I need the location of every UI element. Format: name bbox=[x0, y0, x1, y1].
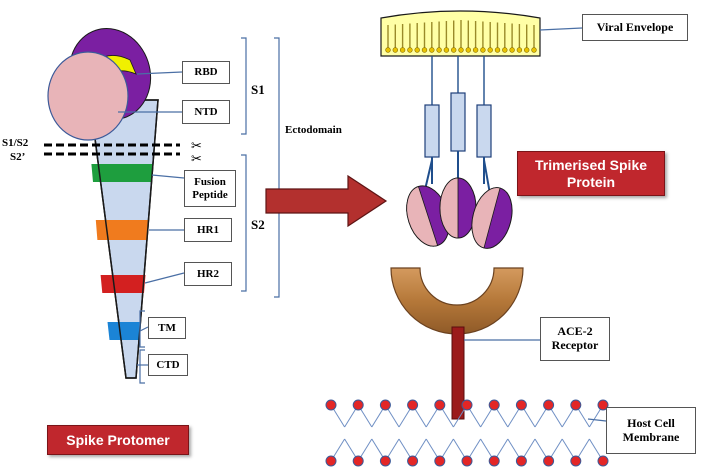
ntd-region bbox=[47, 51, 129, 141]
fusion-peptide-label: Fusion Peptide bbox=[184, 170, 236, 207]
membrane-head bbox=[543, 455, 555, 467]
lipid-head bbox=[509, 47, 515, 53]
lipid-head bbox=[523, 47, 530, 53]
membrane-head bbox=[515, 455, 527, 467]
lipid-head bbox=[516, 47, 523, 53]
viral-envelope-shape bbox=[380, 10, 541, 57]
membrane-head bbox=[325, 399, 337, 411]
protomer-head bbox=[47, 28, 152, 141]
scissors-icon: ✂ bbox=[191, 152, 202, 167]
membrane-head bbox=[379, 399, 391, 411]
lipid-head bbox=[385, 47, 391, 53]
lipid-head bbox=[494, 47, 501, 53]
lipid-head bbox=[465, 47, 471, 53]
host-cell-membrane-shape bbox=[325, 399, 609, 467]
lipid-head bbox=[451, 47, 457, 53]
lipid-head bbox=[429, 47, 435, 53]
brackets bbox=[139, 37, 280, 384]
spike-protomer-title: Spike Protomer bbox=[47, 425, 189, 455]
tm-band bbox=[107, 322, 141, 340]
membrane-head bbox=[543, 399, 555, 411]
lipid-head bbox=[436, 47, 442, 53]
membrane-head bbox=[488, 399, 500, 411]
membrane-connector bbox=[587, 418, 607, 422]
fusion-peptide-band bbox=[91, 164, 153, 182]
membrane-head bbox=[379, 455, 391, 467]
trimerised-spike-title: Trimerised Spike Protein bbox=[517, 151, 665, 196]
cleavage-s1s2-label: S1/S2 bbox=[2, 137, 29, 149]
s1-label: S1 bbox=[251, 82, 265, 97]
ntd-label: NTD bbox=[182, 100, 230, 124]
lipid-head bbox=[421, 47, 428, 53]
lipid-head bbox=[399, 47, 406, 53]
label-connectors bbox=[118, 71, 185, 366]
lipid-head bbox=[392, 47, 398, 53]
rbd-label: RBD bbox=[182, 61, 230, 84]
hr2-band bbox=[100, 275, 146, 293]
trimer-shape bbox=[406, 92, 513, 249]
membrane-head bbox=[488, 455, 500, 467]
membrane-head bbox=[407, 455, 419, 467]
lipid-head bbox=[443, 47, 450, 53]
lipid-head bbox=[414, 47, 420, 53]
hr1-band bbox=[95, 220, 149, 240]
protomer-stalk bbox=[89, 99, 159, 379]
ace2-receptor-label: ACE-2 Receptor bbox=[540, 317, 610, 361]
lipid-head bbox=[531, 47, 537, 53]
membrane-head bbox=[352, 399, 364, 411]
transition-arrow bbox=[265, 174, 388, 228]
membrane-head bbox=[570, 399, 582, 411]
membrane-head bbox=[434, 399, 446, 411]
cleavage-s2p-label: S2’ bbox=[10, 151, 26, 163]
hr2-label: HR2 bbox=[184, 262, 232, 286]
membrane-head bbox=[597, 399, 609, 411]
membrane-head bbox=[515, 399, 527, 411]
host-cell-membrane-label: Host Cell Membrane bbox=[606, 407, 696, 454]
membrane-head bbox=[461, 455, 473, 467]
viral-envelope-label: Viral Envelope bbox=[582, 14, 688, 41]
envelope-connector bbox=[539, 27, 583, 31]
s2-label: S2 bbox=[251, 217, 265, 232]
ctd-label: CTD bbox=[148, 354, 188, 376]
scissors-icon: ✂ bbox=[191, 139, 202, 154]
tm-label: TM bbox=[148, 317, 186, 339]
lipid-head bbox=[487, 47, 493, 53]
membrane-head bbox=[597, 455, 609, 467]
ace2-receptor-shape bbox=[390, 267, 524, 420]
hr1-label: HR1 bbox=[184, 218, 232, 242]
membrane-head bbox=[325, 455, 337, 467]
membrane-head bbox=[570, 455, 582, 467]
ectodomain-label: Ectodomain bbox=[285, 124, 342, 136]
membrane-head bbox=[434, 455, 446, 467]
membrane-head bbox=[407, 399, 419, 411]
membrane-head bbox=[461, 399, 473, 411]
membrane-head bbox=[352, 455, 364, 467]
lipid-head bbox=[472, 47, 479, 53]
lipid-head bbox=[480, 47, 486, 53]
envelope-stems bbox=[431, 56, 485, 105]
lipid-head bbox=[502, 47, 508, 53]
lipid-head bbox=[458, 47, 464, 53]
lipid-head bbox=[407, 47, 413, 53]
